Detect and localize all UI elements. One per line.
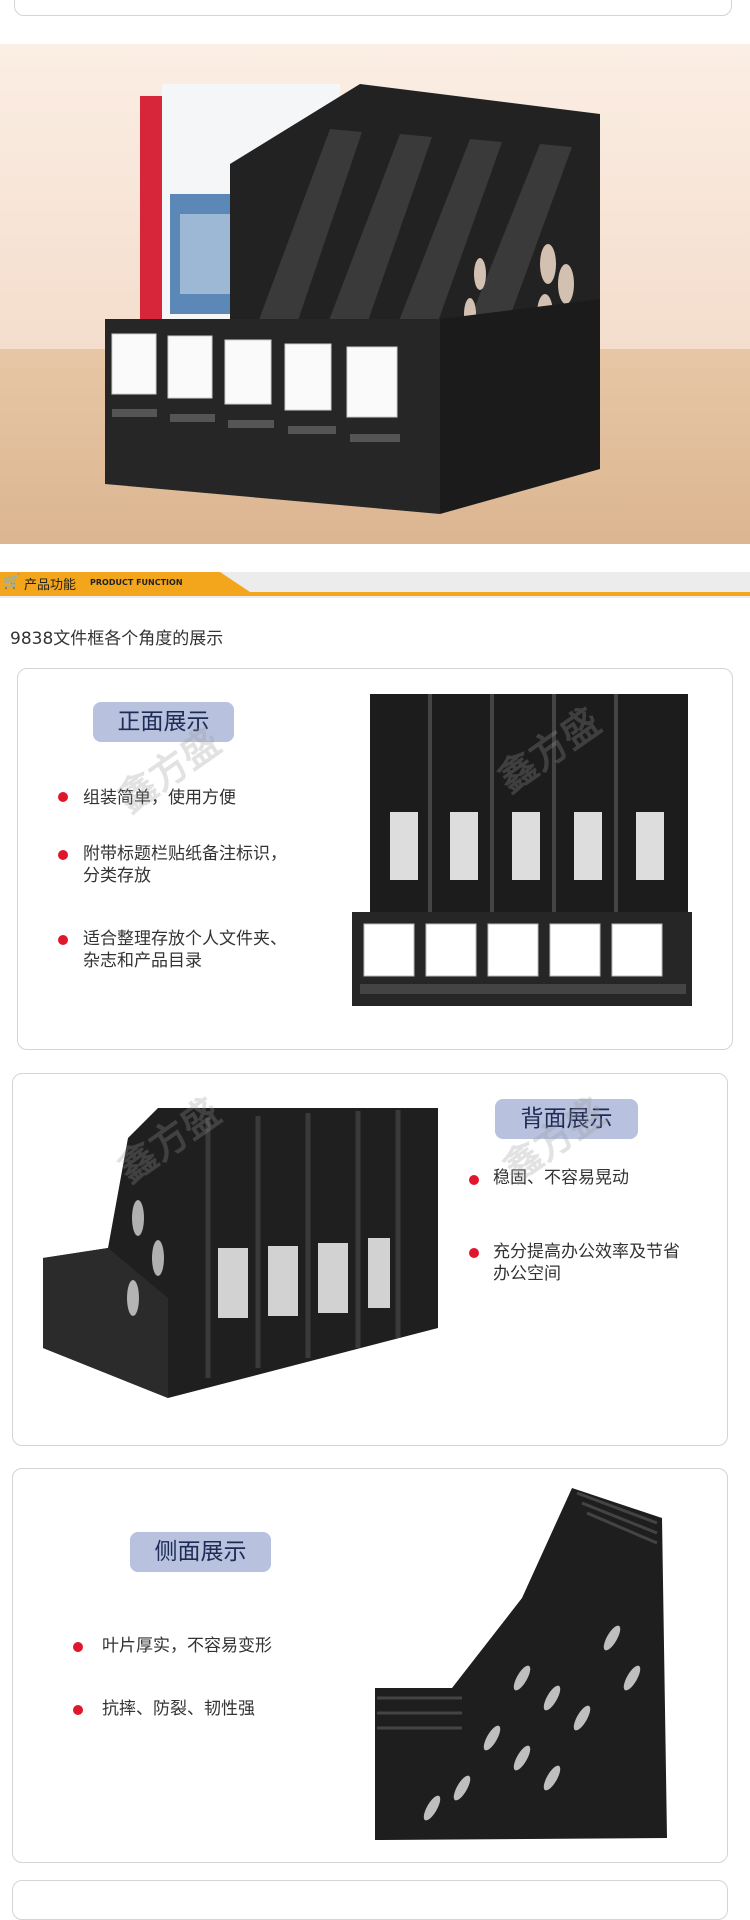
- bullet-dot: [58, 850, 68, 860]
- top-card-remnant: [14, 0, 732, 16]
- front-view-image: [348, 692, 696, 1012]
- intro-text: 9838文件框各个角度的展示: [10, 629, 224, 649]
- hero-photo: [0, 44, 750, 544]
- section-header: 🛒 产品功能 PRODUCT FUNCTION: [0, 572, 750, 598]
- feature-item: 充分提高办公效率及节省 办公空间: [493, 1242, 680, 1284]
- bullet-dot: [58, 935, 68, 945]
- feature-item: 稳固、不容易晃动: [493, 1168, 629, 1188]
- bullet-dot: [73, 1705, 83, 1715]
- bullet-dot: [58, 792, 68, 802]
- feature-item: 适合整理存放个人文件夹、 杂志和产品目录: [83, 929, 287, 971]
- back-view-image: [38, 1098, 438, 1418]
- bottom-card-remnant: [12, 1880, 728, 1920]
- bullet-dot: [73, 1642, 83, 1652]
- section-header-en: PRODUCT FUNCTION: [90, 578, 183, 587]
- feature-item: 抗摔、防裂、韧性强: [102, 1699, 255, 1719]
- feature-item: 附带标题栏贴纸备注标识， 分类存放: [83, 844, 287, 886]
- section-header-cn: 产品功能: [24, 578, 77, 593]
- feature-item: 组装简单，使用方便: [83, 788, 236, 808]
- feature-item: 叶片厚实，不容易变形: [102, 1636, 272, 1656]
- panel-back-title: 背面展示: [495, 1099, 638, 1139]
- cart-icon: 🛒: [3, 574, 21, 590]
- bullet-dot: [469, 1175, 479, 1185]
- side-view-image: [372, 1478, 672, 1848]
- bullet-dot: [469, 1248, 479, 1258]
- panel-side-title: 侧面展示: [130, 1532, 271, 1572]
- panel-front-title: 正面展示: [93, 702, 234, 742]
